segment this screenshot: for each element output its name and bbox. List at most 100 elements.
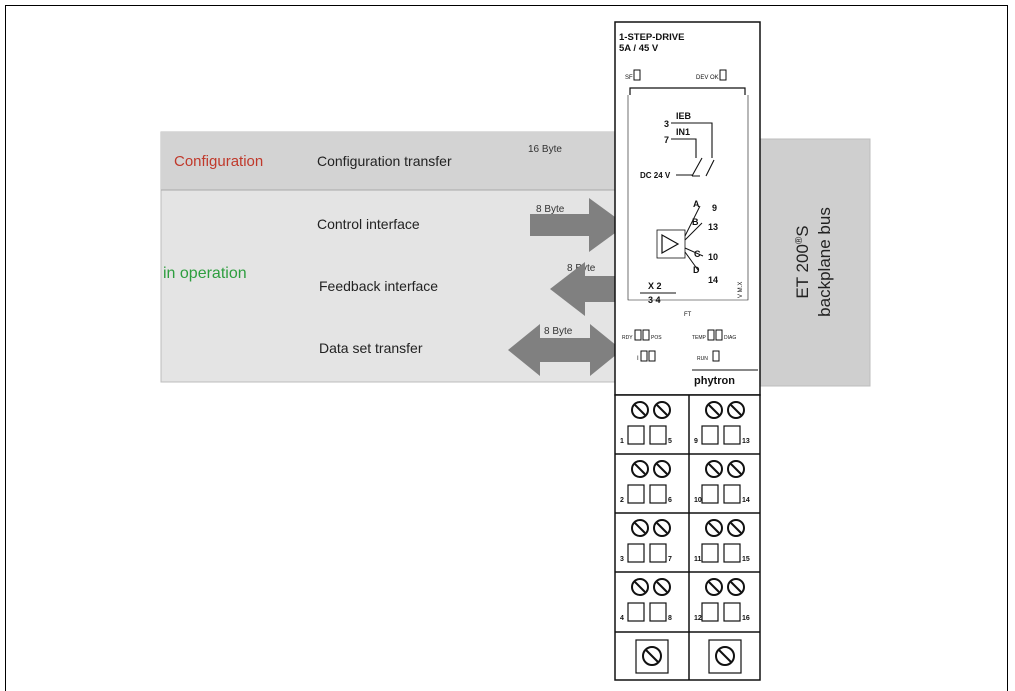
led-temp [707,329,715,341]
phase-d-pin: 14 [708,275,718,285]
switch-symbol [691,157,715,177]
led-rdy [634,329,642,341]
xy-bottom: 3 4 [648,295,661,305]
module-title-1: 1-STEP-DRIVE [619,32,684,43]
terminal-screw-icon [631,401,649,419]
dataset-bytes: 8 Byte [544,326,573,337]
terminal-slot [627,484,645,504]
operation-category: in operation [163,265,247,282]
terminal-slot [701,425,719,445]
terminal-screw-icon [631,460,649,478]
schematic-frame [629,87,746,95]
terminal-screw-icon [727,460,745,478]
feedback-arrow [550,262,622,316]
dataset-arrow [508,324,622,376]
terminal-slot [627,425,645,445]
stepper-module: 1-STEP-DRIVE 5A / 45 V SF DEV OK IEB 3 I… [614,21,761,396]
terminal-pin-left-b: 5 [668,438,672,445]
terminal-slot [649,543,667,563]
control-interface-label: Control interface [317,216,420,232]
terminal-screw-icon [705,578,723,596]
figure-frame [5,5,1008,691]
data-set-transfer-label: Data set transfer [319,340,423,356]
terminal-pin-left-a: 1 [620,438,624,445]
terminal-screw-icon [705,460,723,478]
terminal-screw-icon [705,519,723,537]
input-wiring [671,122,713,158]
terminal-slot [723,484,741,504]
terminal-slot [723,602,741,622]
vmot-label: V M.X [738,282,744,298]
term-7: 7 [664,135,669,145]
bus-line2: backplane bus [815,207,834,317]
ft-label: FT [684,312,692,318]
terminal-pin-right-b: 14 [742,497,750,504]
terminal-pin-right-a: 10 [694,497,702,504]
led-sf-label: SF [625,75,633,81]
led-diag-label: DIAG [724,335,736,341]
bus-registered: ® [794,236,805,244]
control-arrow [530,198,626,252]
terminal-pin-right-b: 15 [742,556,750,563]
screw-icon [715,646,735,666]
terminal-slot [627,602,645,622]
terminal-screw-icon [653,460,671,478]
phase-d: D [693,265,700,275]
led-run-label: RUN [697,356,708,362]
terminal-slot [649,425,667,445]
bus-line1: ET 200 [793,244,812,299]
svg-text:ET 200®S: ET 200®S [793,225,812,298]
led-pos [642,329,650,341]
coil-label: IEB [676,111,692,121]
terminal-screw-icon [727,578,745,596]
terminal-screw-icon [653,519,671,537]
terminal-pin-left-a: 4 [620,615,624,622]
led-pos-label: POS [651,335,662,341]
amplifier-box [656,229,686,259]
phase-c-pin: 10 [708,252,718,262]
led-temp-label: TEMP [692,335,707,341]
led-i-label: I [637,356,639,362]
terminal-slot [701,484,719,504]
terminal-pin-left-a: 2 [620,497,624,504]
brand-label: phytron [694,375,735,387]
terminal-slot [627,543,645,563]
terminal-pin-left-a: 3 [620,556,624,563]
phase-b: B [692,217,699,227]
phase-a-pin: 9 [712,203,717,213]
backplane-bus-label: ET 200®S backplane bus [793,207,834,317]
led-run [712,350,720,362]
terminal-pin-right-b: 16 [742,615,750,622]
terminal-slot [701,602,719,622]
xy-top: X 2 [648,281,662,291]
motor-wiring [684,205,704,271]
terminal-pin-right-b: 13 [742,438,750,445]
terminal-slot [723,425,741,445]
configuration-band [161,132,623,190]
configuration-category: Configuration [174,153,263,170]
term-3: 3 [664,119,669,129]
terminal-pin-right-a: 9 [694,438,698,445]
terminal-pin-right-a: 11 [694,556,702,563]
configuration-transfer-label: Configuration transfer [317,153,452,169]
led-i-2 [648,350,656,362]
terminal-pin-left-b: 6 [668,497,672,504]
terminal-screw-icon [653,401,671,419]
phase-a: A [693,199,700,209]
in1-label: IN1 [676,127,690,137]
terminal-slot [701,543,719,563]
configuration-bytes: 16 Byte [528,144,562,155]
feedback-interface-label: Feedback interface [319,278,438,294]
led-dev-ok [719,69,727,81]
terminal-slot [649,602,667,622]
terminal-screw-icon [727,519,745,537]
phase-b-pin: 13 [708,222,718,232]
terminal-screw-icon [705,401,723,419]
terminal-pin-left-b: 8 [668,615,672,622]
supply-label: DC 24 V [640,171,671,180]
terminal-screw-icon [631,578,649,596]
screw-icon [642,646,662,666]
led-sf [633,69,641,81]
